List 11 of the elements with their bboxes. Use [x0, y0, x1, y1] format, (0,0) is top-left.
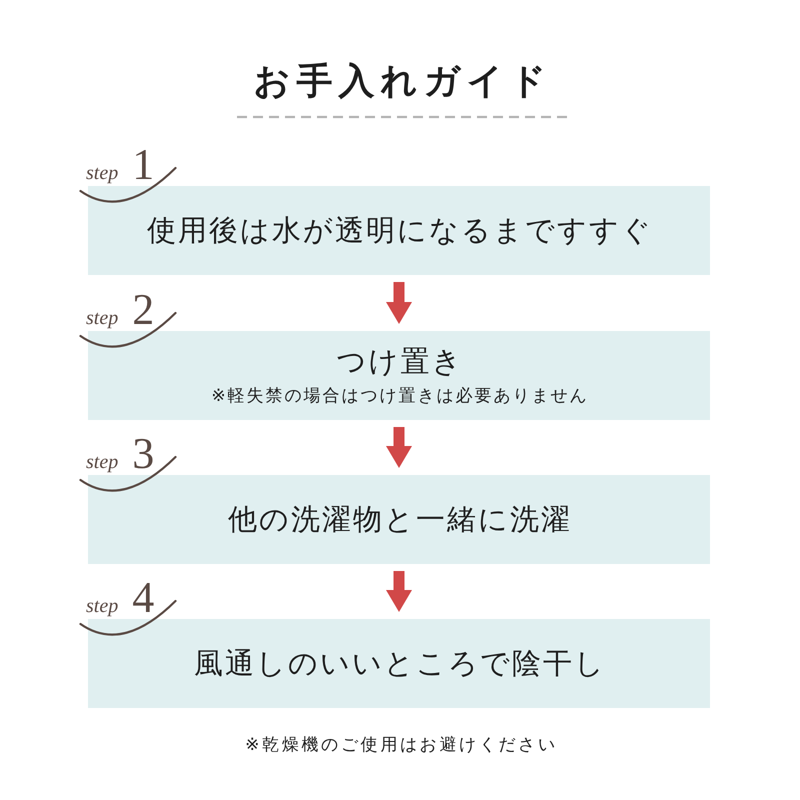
step-text: 使用後は水が透明になるまですすぐ: [146, 213, 653, 248]
step-label: step 4: [86, 578, 154, 618]
step-label: step 1: [86, 145, 154, 185]
step-text: 他の洗濯物と一緒に洗濯: [227, 502, 572, 537]
footnote: ※乾燥機のご使用はお避けください: [244, 734, 558, 756]
note-text: ※軽失禁の場合はつけ置きは必要ありません: [210, 384, 589, 407]
step-text: 風通しのいいところで陰干し: [193, 646, 606, 681]
step-label: step 2: [86, 290, 154, 330]
step-label: step 3: [86, 434, 154, 474]
step-text: つけ置き: [336, 344, 464, 379]
title: お手入れガイド: [252, 60, 552, 104]
